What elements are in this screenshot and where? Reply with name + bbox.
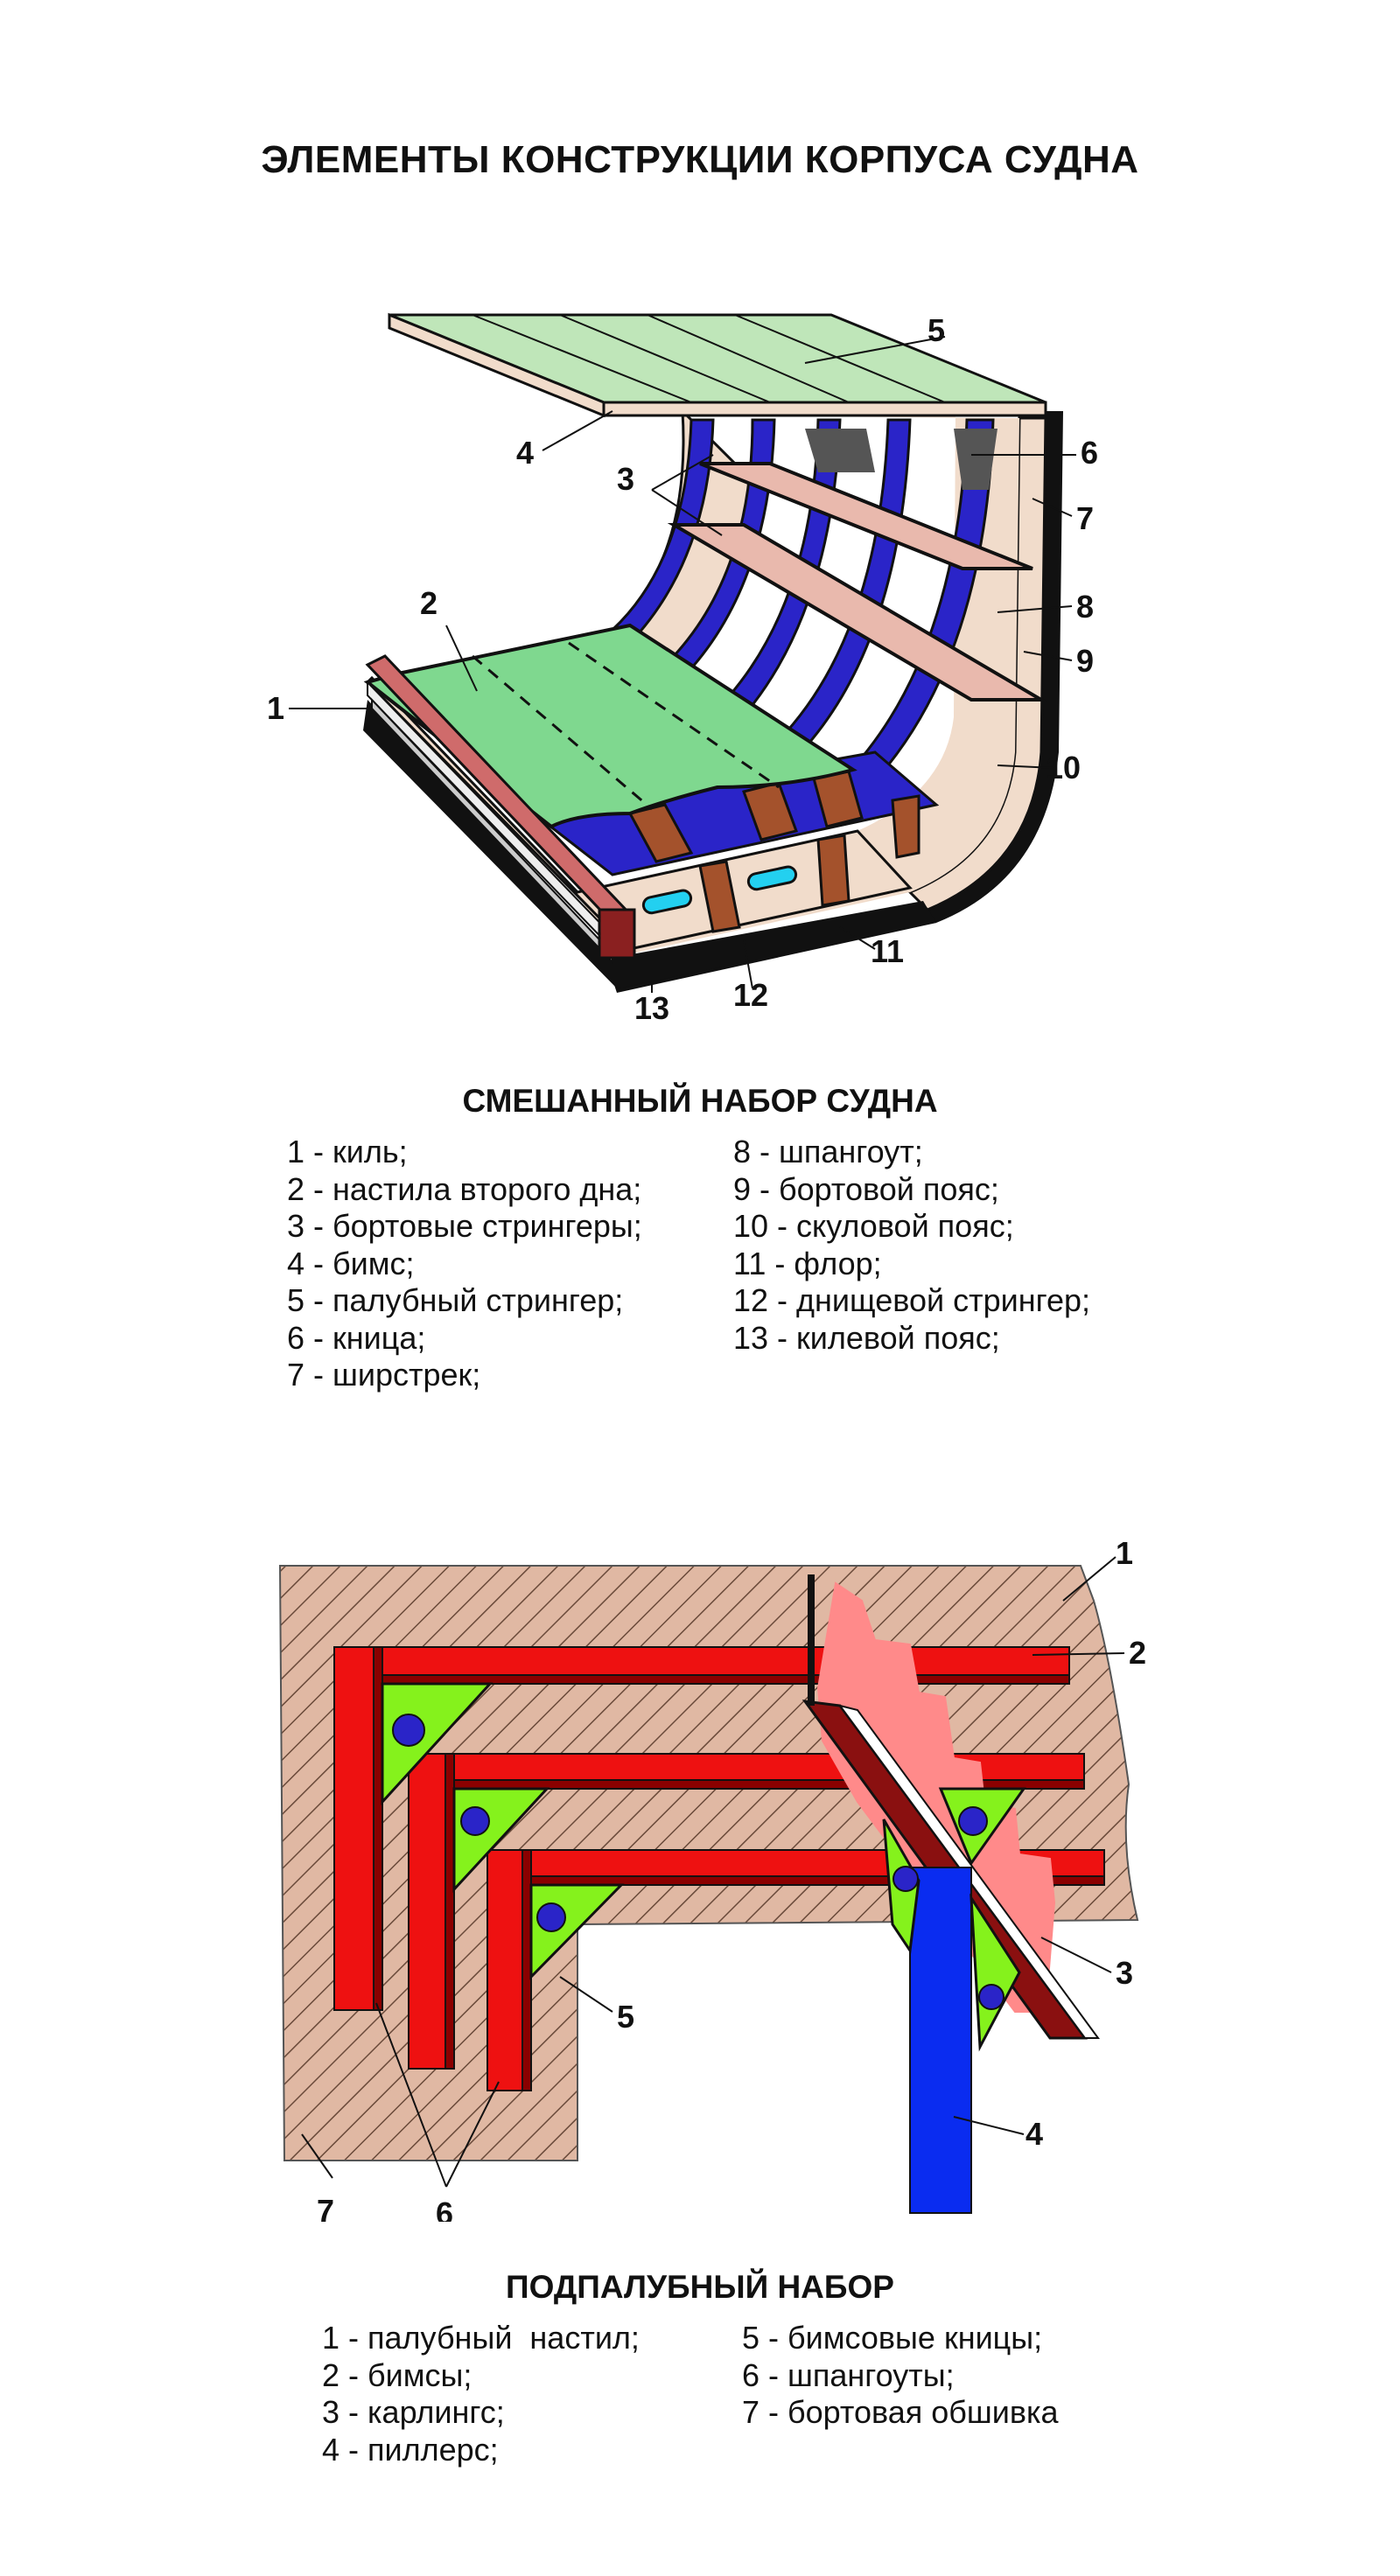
legend-item: 9 - бортовой пояс; — [733, 1170, 999, 1207]
section2-legend-left: 1 - палубный настил; 2 - бимсы; 3 - карл… — [322, 2320, 640, 2468]
frames — [333, 1646, 532, 2091]
beams — [382, 1646, 1105, 1886]
callout-2: 2 — [1129, 1635, 1146, 1671]
legend-item: 5 - палубный стрингер; — [287, 1282, 624, 1318]
legend-item: 1 - палубный настил; — [322, 2320, 640, 2356]
section2-legend-right: 5 - бимсовые кницы; 6 - шпангоуты; 7 - б… — [742, 2320, 1059, 2432]
legend-item: 3 - карлингс; — [322, 2394, 505, 2430]
legend-item: 7 - бортовая обшивка — [742, 2394, 1059, 2430]
callout-1: 1 — [267, 690, 284, 726]
legend-item: 3 - бортовые стрингеры; — [287, 1208, 642, 1244]
legend-item: 4 - пиллерс; — [322, 2431, 499, 2468]
callout-7: 7 — [1076, 500, 1094, 536]
callout-11: 11 — [871, 933, 904, 969]
side-stringers — [667, 462, 1048, 702]
callout-8: 8 — [1076, 589, 1094, 625]
legend-item: 7 - ширстрек; — [287, 1357, 481, 1393]
legend-item: 1 - киль; — [287, 1134, 408, 1169]
legend-item: 13 - килевой пояс; — [733, 1319, 1000, 1356]
callout-4: 4 — [516, 435, 534, 471]
callout-9: 9 — [1076, 643, 1094, 679]
legend-item: 4 - бимс; — [287, 1245, 415, 1281]
callout-6: 6 — [1081, 435, 1098, 471]
legend-item: 8 - шпангоут; — [733, 1134, 923, 1169]
mixed-framing-diagram: 1 2 3 4 5 6 7 8 9 10 11 12 13 — [267, 312, 1098, 1026]
legend-item: 5 - бимсовые кницы; — [742, 2320, 1043, 2356]
callout-5: 5 — [928, 312, 945, 348]
legend-item: 6 - шпангоуты; — [742, 2356, 955, 2393]
section2-subtitle: ПОДПАЛУБНЫЙ НАБОР — [506, 2269, 894, 2305]
page-title: ЭЛЕМЕНТЫ КОНСТРУКЦИИ КОРПУСА СУДНА — [261, 138, 1139, 181]
legend-item: 11 - флор; — [733, 1245, 882, 1281]
callout-1: 1 — [1116, 1535, 1133, 1571]
callout-2: 2 — [420, 585, 438, 621]
underdeck-framing-diagram: 1 2 3 4 5 6 7 — [278, 1535, 1146, 2222]
section1-legend-right: 8 - шпангоут; 9 - бортовой пояс; 10 - ск… — [733, 1134, 1090, 1357]
callout-13: 13 — [634, 990, 669, 1026]
keel — [365, 654, 636, 965]
stanchion — [808, 1574, 815, 1706]
legend-item: 10 - скуловой пояс; — [733, 1208, 1014, 1244]
legend-item: 2 - настила второго дна; — [287, 1170, 642, 1207]
callout-12: 12 — [733, 977, 768, 1013]
callout-5: 5 — [617, 1999, 634, 2035]
upper-deck — [388, 312, 1047, 418]
callout-10: 10 — [1046, 750, 1081, 785]
legend-item: 12 - днищевой стрингер; — [733, 1282, 1091, 1318]
callout-3: 3 — [1116, 1955, 1133, 1991]
callout-3: 3 — [617, 461, 634, 497]
legend-item: 2 - бимсы; — [322, 2356, 472, 2393]
callout-7: 7 — [317, 2193, 334, 2222]
lightening-holes — [641, 865, 798, 915]
legend-item: 6 - кница; — [287, 1319, 426, 1356]
callout-4: 4 — [1026, 2116, 1043, 2152]
knee-bolts — [392, 1714, 1004, 2010]
section1-subtitle: СМЕШАННЫЙ НАБОР СУДНА — [462, 1083, 938, 1119]
section1-legend-left: 1 - киль; 2 - настила второго дна; 3 - б… — [287, 1134, 642, 1394]
bottom-shell — [363, 700, 936, 988]
callout-6: 6 — [436, 2196, 453, 2222]
pillar — [909, 1867, 972, 2214]
